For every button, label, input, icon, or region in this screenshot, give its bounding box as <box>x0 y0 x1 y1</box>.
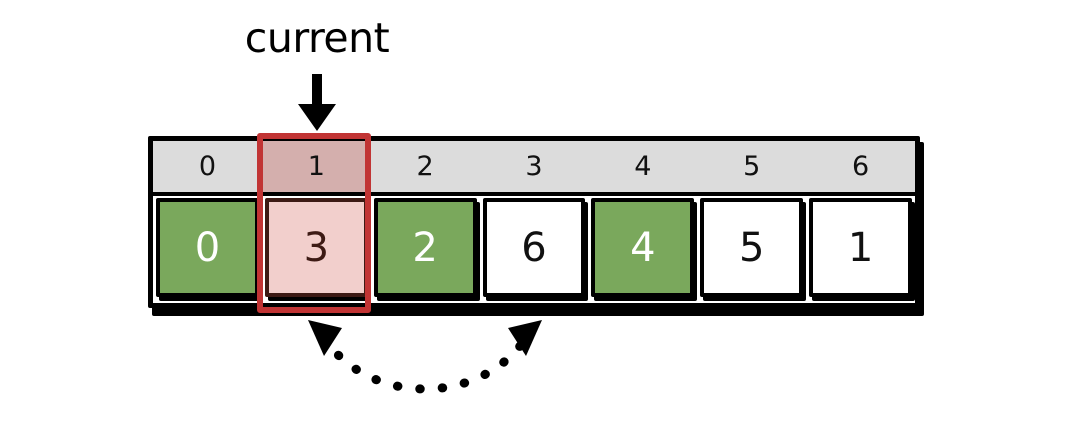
index-label: 2 <box>416 151 434 182</box>
value-row: 0 3 2 6 4 <box>153 196 915 303</box>
swap-arc-icon <box>308 320 542 394</box>
frame-body: 0 1 2 3 4 5 6 0 3 2 <box>148 136 920 308</box>
arrow-down-icon <box>298 74 336 131</box>
array-cell-6: 1 <box>806 196 915 303</box>
cell-value: 1 <box>847 224 874 271</box>
index-label: 4 <box>634 151 652 182</box>
index-cell-3: 3 <box>479 141 589 192</box>
cell-value: 5 <box>739 224 765 271</box>
cell-background <box>156 198 259 297</box>
current-pointer-group: current <box>232 18 402 136</box>
cell-value: 0 <box>194 224 221 271</box>
index-label: 6 <box>851 151 870 182</box>
index-cell-0: 0 <box>153 141 262 192</box>
array-cell-3: 6 <box>480 196 589 303</box>
index-label: 3 <box>525 151 543 182</box>
cell-background <box>809 198 913 297</box>
array-cell-5: 5 <box>697 196 806 303</box>
array-cell-0: 0 <box>153 196 262 303</box>
array-cell-4: 4 <box>588 196 697 303</box>
cell-background <box>700 198 804 297</box>
index-cell-5: 5 <box>697 141 807 192</box>
cell-background <box>482 198 586 297</box>
index-cell-1: 1 <box>261 141 371 192</box>
index-label: 1 <box>307 151 325 182</box>
cell-background <box>373 198 477 297</box>
index-row: 0 1 2 3 4 5 6 <box>153 141 916 196</box>
cell-value: 6 <box>521 224 547 271</box>
cell-value: 3 <box>303 224 330 271</box>
index-label: 5 <box>743 151 761 182</box>
array-cell-1: 3 <box>262 196 371 303</box>
index-cell-4: 4 <box>588 141 698 192</box>
current-label: current <box>244 14 390 62</box>
cell-value: 2 <box>412 224 438 271</box>
cell-background <box>591 198 695 297</box>
index-cell-6: 6 <box>806 141 916 192</box>
cell-value: 4 <box>630 224 656 271</box>
index-cell-2: 2 <box>370 141 480 192</box>
cell-background <box>264 198 368 297</box>
index-label: 0 <box>198 151 217 182</box>
array-cell-2: 2 <box>371 196 480 303</box>
array-frame: 0 1 2 3 4 5 6 0 3 2 <box>148 136 924 316</box>
